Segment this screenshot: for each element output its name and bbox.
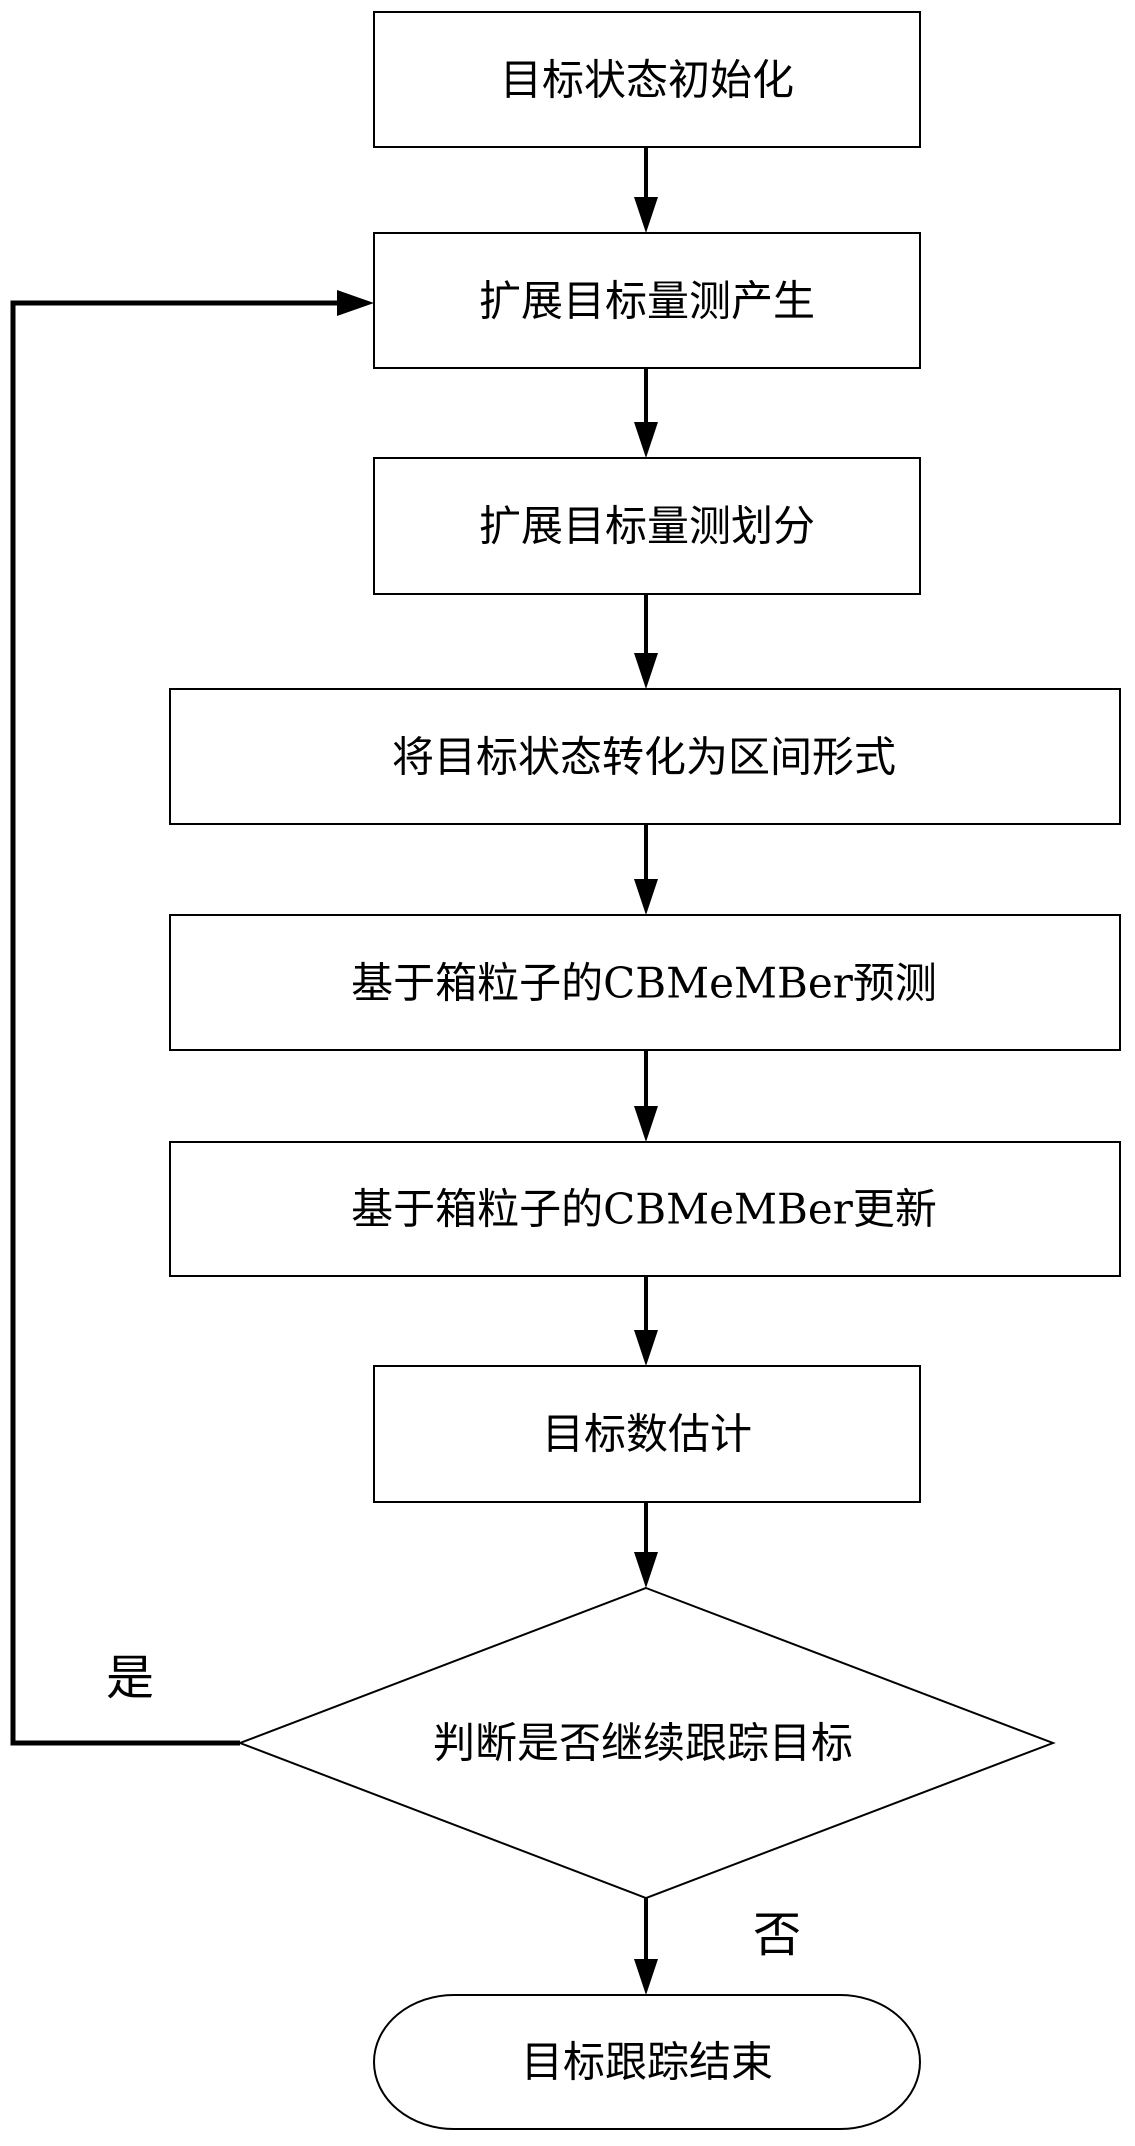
arrowhead-n8-n2: [337, 290, 374, 316]
branch-label-yes: 是: [106, 1650, 154, 1706]
node-label: 判断是否继续跟踪目标: [433, 1719, 853, 1768]
arrowhead-n2-n3: [634, 422, 658, 458]
node-label: 扩展目标量测划分: [479, 502, 815, 551]
node-label: 扩展目标量测产生: [479, 277, 815, 326]
process-box: [373, 1365, 921, 1503]
node-n8: 判断是否继续跟踪目标: [237, 1586, 1056, 1900]
node-label: 目标跟踪结束: [521, 2038, 773, 2087]
node-n5: 基于箱粒子的CBMeMBer预测: [169, 914, 1121, 1051]
arrowhead-n4-n5: [634, 879, 658, 915]
decision-diamond: [237, 1586, 1056, 1900]
node-n9: 目标跟踪结束: [373, 1994, 921, 2130]
node-label: 基于箱粒子的CBMeMBer预测: [351, 959, 937, 1008]
process-box: [373, 11, 921, 148]
node-label: 目标状态初始化: [500, 56, 794, 105]
edge-n8-n2-loop: [10, 300, 340, 1746]
arrowhead-n5-n6: [634, 1106, 658, 1142]
process-box: [373, 457, 921, 595]
arrowhead-n1-n2: [634, 197, 658, 233]
node-n7: 目标数估计: [373, 1365, 921, 1503]
connectors: [10, 147, 658, 1995]
arrowhead-n3-n4: [634, 653, 658, 689]
node-n4: 将目标状态转化为区间形式: [169, 688, 1121, 825]
terminator-pill: [373, 1994, 921, 2130]
node-label: 基于箱粒子的CBMeMBer更新: [351, 1185, 937, 1234]
arrowhead-n8-n9: [634, 1959, 658, 1995]
process-box: [373, 232, 921, 369]
node-label: 目标数估计: [542, 1410, 752, 1459]
node-n2: 扩展目标量测产生: [373, 232, 921, 369]
arrowhead-n6-n7: [634, 1330, 658, 1366]
arrowhead-n7-n8: [634, 1552, 658, 1588]
process-box: [169, 1141, 1121, 1277]
node-n3: 扩展目标量测划分: [373, 457, 921, 595]
node-n1: 目标状态初始化: [373, 11, 921, 148]
node-n6: 基于箱粒子的CBMeMBer更新: [169, 1141, 1121, 1277]
branch-label-no: 否: [753, 1907, 801, 1963]
process-box: [169, 914, 1121, 1051]
node-label: 将目标状态转化为区间形式: [392, 733, 896, 782]
process-box: [169, 688, 1121, 825]
